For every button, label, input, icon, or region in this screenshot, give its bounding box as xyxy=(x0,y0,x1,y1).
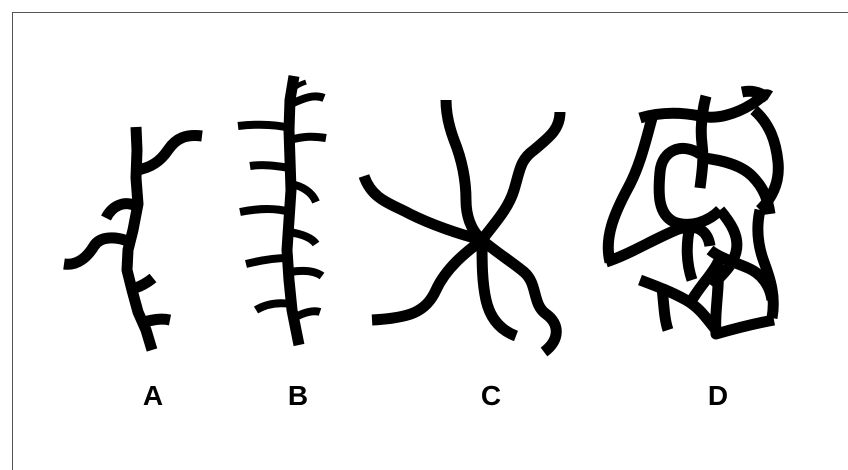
pattern-b-branch-l5 xyxy=(256,303,291,310)
pattern-b-branch-r5 xyxy=(290,271,322,276)
panel-label-c: C xyxy=(461,380,521,412)
pattern-b-branch-r6 xyxy=(294,311,320,318)
pattern-b-branch-l4 xyxy=(246,258,288,264)
pattern-d-left-lobe xyxy=(606,227,710,262)
pattern-c-arm-upper-right xyxy=(482,112,560,240)
pattern-a-lower-left-branch xyxy=(64,238,130,264)
pattern-d-inner-vertical xyxy=(700,96,706,188)
pattern-c xyxy=(364,100,560,352)
pattern-d-lower-left-tail xyxy=(662,288,668,330)
pattern-d-top-knob xyxy=(742,91,768,98)
pattern-b-branch-l3 xyxy=(240,209,290,212)
pattern-b-branch-r2 xyxy=(290,137,326,140)
panel-label-d: D xyxy=(688,380,748,412)
pattern-b-branch-l1 xyxy=(238,125,290,128)
pattern-d-right-lower xyxy=(758,210,773,318)
pattern-c-arm-lower-left xyxy=(372,240,482,320)
pattern-b-branch-l2 xyxy=(250,165,290,168)
pattern-a xyxy=(64,127,202,350)
pattern-d-center-stem xyxy=(687,226,692,280)
pattern-c-arm-upper-left xyxy=(446,100,482,240)
panel-label-a: A xyxy=(123,380,183,412)
pattern-a-upper-branch xyxy=(137,136,202,170)
pattern-b-branch-r1 xyxy=(291,96,324,104)
panel-label-b: B xyxy=(268,380,328,412)
pattern-a-right-twig-1 xyxy=(135,278,153,288)
pattern-c-arm-lower-right xyxy=(482,240,556,352)
pattern-b xyxy=(238,76,326,345)
pattern-a-right-twig-2 xyxy=(144,319,170,322)
pattern-d xyxy=(606,91,778,334)
